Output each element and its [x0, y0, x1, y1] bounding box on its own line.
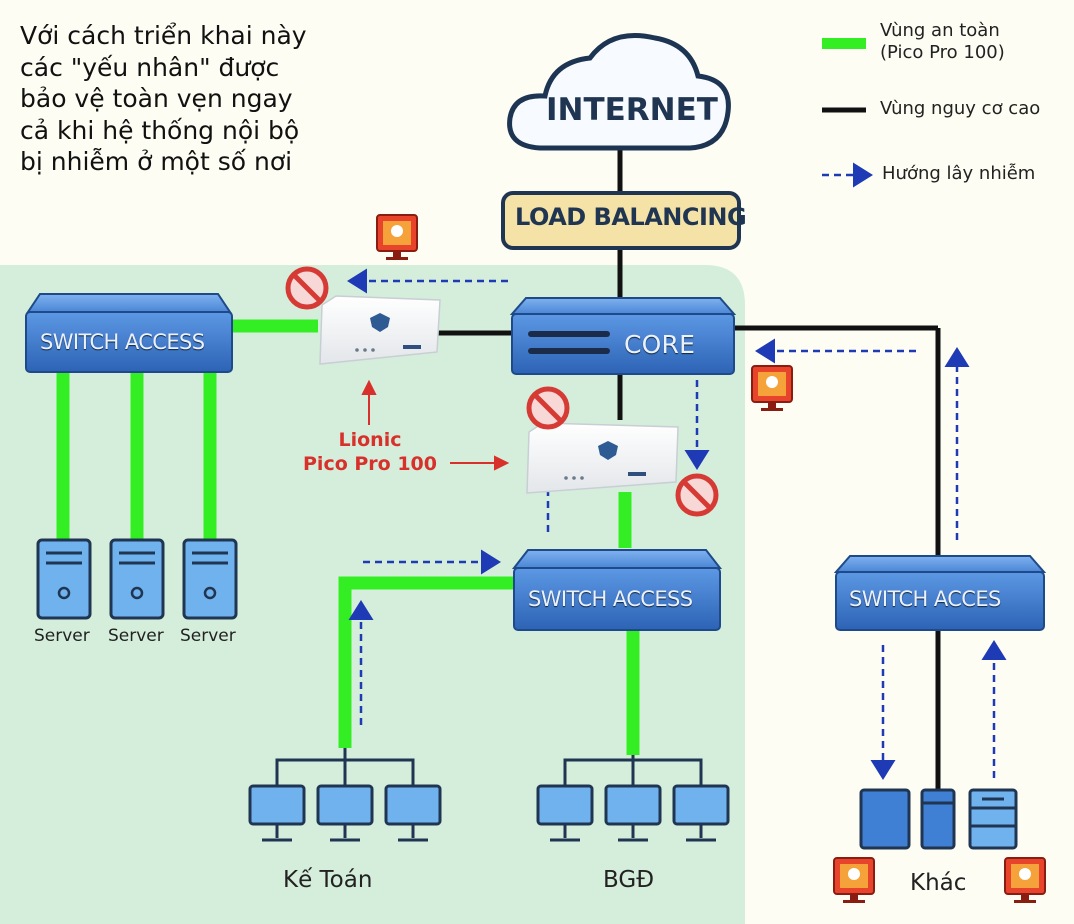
block-icon-core — [526, 386, 570, 430]
block-icon-top — [285, 266, 329, 310]
group-other-label: Khác — [910, 870, 967, 896]
intro-line: Với cách triển khai này — [20, 21, 307, 50]
lionic-label-line1: Lionic — [338, 429, 402, 451]
core-label: CORE — [624, 330, 696, 359]
lionic-label: Lionic Pico Pro 100 — [290, 428, 450, 476]
legend-danger-label: Vùng nguy cơ cao — [880, 98, 1041, 119]
server-label-1: Server — [34, 626, 90, 646]
virus-monitor-icon-top — [376, 214, 418, 260]
group-board-label: BGĐ — [603, 867, 655, 893]
intro-line: cả khi hệ thống nội bộ — [20, 115, 300, 145]
danger-lines — [437, 150, 941, 790]
lionic-device-middle — [526, 422, 679, 494]
load-balancing-box — [501, 191, 741, 250]
group-accounting-label: Kế Toán — [283, 867, 373, 893]
virus-monitor-icon-right — [751, 365, 793, 411]
switch-middle-label: SWITCH ACCESS — [528, 587, 693, 611]
legend-infection-label: Hướng lây nhiễm — [882, 163, 1036, 184]
switch-left-shape — [25, 293, 233, 373]
lionic-device-top — [319, 295, 441, 365]
other-devices — [859, 788, 1018, 850]
lionic-label-line2: Pico Pro 100 — [303, 453, 437, 475]
switch-middle-shape — [511, 549, 723, 631]
switch-right-label: SWITCH ACCES — [849, 587, 1001, 611]
switch-left-label: SWITCH ACCESS — [40, 330, 205, 354]
internet-label: INTERNET — [546, 92, 718, 128]
load-balancing-label: LOAD BALANCING — [515, 203, 747, 231]
server-label-3: Server — [180, 626, 236, 646]
intro-line: bị nhiễm ở một số nơi — [20, 147, 293, 176]
legend-safe-line1: Vùng an toàn — [880, 20, 1000, 41]
intro-line: bảo vệ toàn vẹn ngay — [20, 84, 293, 113]
block-icon-device — [675, 473, 719, 517]
intro-text: Với cách triển khai này các "yếu nhân" đ… — [20, 20, 350, 178]
monitor-icons — [248, 784, 730, 842]
core-switch-shape — [509, 297, 737, 375]
legend-safe-swatch — [822, 38, 866, 49]
switch-right-shape — [833, 555, 1047, 631]
server-icon-1 — [36, 538, 92, 620]
internet-cloud — [507, 33, 731, 151]
server-icon-2 — [109, 538, 165, 620]
tree-board — [563, 755, 703, 786]
device-pointer-arrows — [361, 379, 510, 471]
intro-line: các "yếu nhân" được — [20, 52, 280, 82]
safe-lines — [56, 319, 640, 755]
legend-safe-label: Vùng an toàn (Pico Pro 100) — [880, 20, 1005, 64]
infection-arrows — [347, 268, 1007, 780]
server-icon-3 — [182, 538, 238, 620]
virus-monitor-icon-bottom-left — [833, 857, 875, 903]
virus-monitor-icon-bottom-right — [1004, 857, 1046, 903]
server-label-2: Server — [108, 626, 164, 646]
tree-accounting — [275, 748, 415, 786]
legend-safe-line2: (Pico Pro 100) — [880, 42, 1005, 63]
